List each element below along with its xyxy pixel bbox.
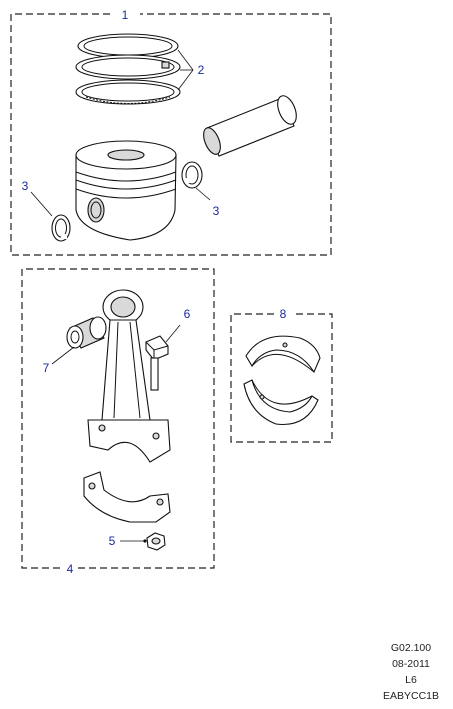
footer-id: EABYCC1B	[382, 690, 439, 702]
callout-3-left[interactable]: 3	[22, 179, 29, 193]
group-1-frame	[10, 13, 332, 256]
group-8-bearings: 8	[230, 307, 333, 443]
callout-6[interactable]: 6	[184, 307, 191, 321]
group-4-frame	[21, 268, 215, 569]
leader-6	[165, 324, 181, 343]
group-8-frame	[230, 313, 333, 443]
leader-3-right	[195, 187, 211, 201]
leader-2	[177, 49, 194, 91]
connecting-rod[interactable]	[87, 289, 171, 463]
bearing-shell-upper[interactable]	[245, 335, 321, 374]
bearing-shell-lower[interactable]	[243, 379, 319, 426]
callout-8[interactable]: 8	[280, 307, 287, 321]
callout-3-right[interactable]: 3	[213, 204, 220, 218]
leader-7	[51, 346, 75, 365]
callout-2[interactable]: 2	[198, 63, 205, 77]
circlip-right[interactable]	[181, 161, 203, 189]
footer-code: L6	[405, 674, 417, 686]
group-4-connecting-rod: 4 7 6	[21, 268, 215, 576]
small-end-bush[interactable]	[66, 316, 107, 349]
footer-block: G02.100 08-2011 L6 EABYCC1B	[383, 640, 439, 704]
leader-3-left	[30, 191, 53, 217]
group-1-piston-assembly: 1 2	[10, 8, 332, 256]
circlip-left[interactable]	[51, 214, 71, 242]
callout-4[interactable]: 4	[67, 562, 74, 576]
callout-1[interactable]: 1	[122, 8, 129, 22]
rod-nut[interactable]	[146, 532, 166, 551]
footer-ref: G02.100	[390, 642, 432, 654]
gudgeon-pin[interactable]	[200, 93, 300, 157]
callout-5[interactable]: 5	[109, 534, 116, 548]
piston-rings[interactable]	[75, 33, 181, 105]
rod-cap[interactable]	[83, 471, 171, 523]
piston[interactable]	[75, 140, 177, 241]
footer-date: 08-2011	[392, 658, 430, 670]
rod-bolt[interactable]	[145, 335, 169, 391]
callout-7[interactable]: 7	[43, 361, 50, 375]
